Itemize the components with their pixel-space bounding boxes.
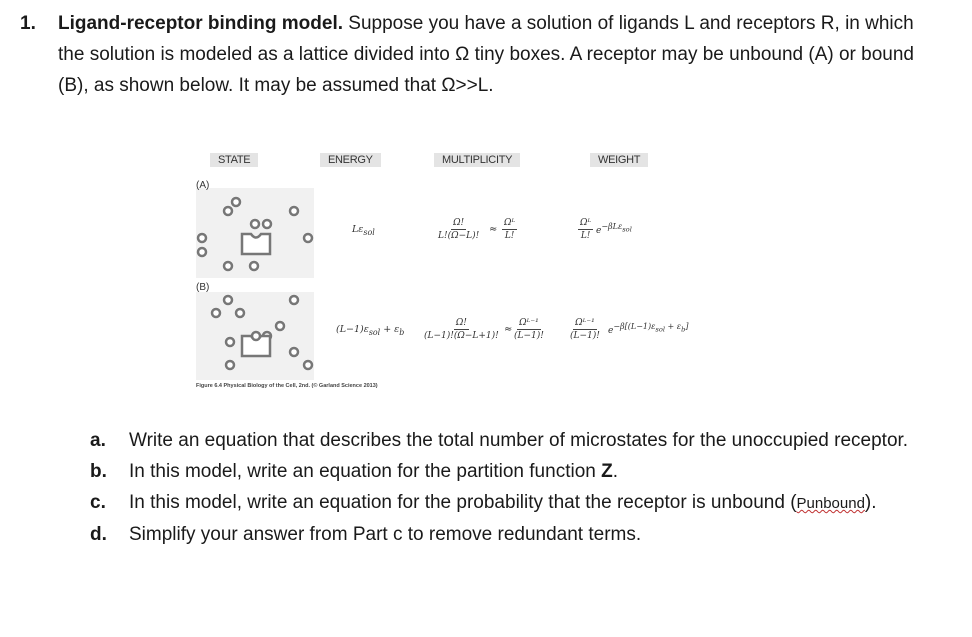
weight-exponential-a: e−βLεsol xyxy=(596,222,632,236)
approx-a: ≈ xyxy=(489,224,498,235)
header-weight: WEIGHT xyxy=(590,153,649,167)
question-body: Suppose you have a solution of ligands L… xyxy=(58,13,914,96)
multiplicity-approx-b: Ωᴸ⁻¹ (L−1)! xyxy=(514,318,544,341)
question-text: Ligand-receptor binding model. Suppose y… xyxy=(58,8,938,101)
part-text: Simplify your answer from Part c to remo… xyxy=(129,524,642,545)
part-b: b. In this model, write an equation for … xyxy=(90,456,930,487)
row-label-b: (B) xyxy=(196,282,210,293)
p-unbound-open: ( xyxy=(790,492,797,513)
figure-caption: Figure 6.4 Physical Biology of the Cell,… xyxy=(196,383,378,389)
energy-a: Lεsol xyxy=(352,224,375,237)
part-text: In this model, write an equation for the… xyxy=(129,461,596,482)
multiplicity-approx-a: Ωᴸ L! xyxy=(502,218,518,241)
energy-b: (L−1)εsol + εb xyxy=(336,324,405,337)
part-b-period: . xyxy=(612,461,618,482)
header-multiplicity: MULTIPLICITY xyxy=(434,153,521,167)
weight-prefactor-a: Ωᴸ L! xyxy=(578,218,594,241)
multiplicity-a: Ω! L!(Ω−L)! xyxy=(438,218,480,241)
part-letter: b. xyxy=(90,461,107,482)
weight-exponential-b: e−β[(L−1)εsol + εb] xyxy=(608,322,689,336)
lattice-illustration xyxy=(196,188,314,380)
p-unbound-label: Punbound xyxy=(796,495,865,512)
part-letter: d. xyxy=(90,524,107,545)
row-label-a: (A) xyxy=(196,180,210,191)
approx-b: ≈ xyxy=(504,324,513,335)
question-number: 1. xyxy=(20,13,36,34)
part-a: a. Write an equation that describes the … xyxy=(90,425,930,456)
part-c: c. In this model, write an equation for … xyxy=(90,487,930,519)
receptor-unbound xyxy=(240,232,272,256)
part-text: In this model, write an equation for the… xyxy=(129,492,785,513)
p-unbound-close: ). xyxy=(864,492,877,513)
part-text: Write an equation that describes the tot… xyxy=(129,430,909,451)
question-parts: a. Write an equation that describes the … xyxy=(90,425,930,550)
partition-function-symbol: Z xyxy=(601,461,613,482)
ligand-receptor-figure: STATE ENERGY MULTIPLICITY WEIGHT (A) (B)… xyxy=(190,140,730,405)
weight-prefactor-b: Ωᴸ⁻¹ (L−1)! xyxy=(570,318,600,341)
multiplicity-b: Ω! (L−1)!(Ω−L+1)! xyxy=(424,318,499,341)
part-d: d. Simplify your answer from Part c to r… xyxy=(90,519,930,550)
question-title: Ligand-receptor binding model. xyxy=(58,13,343,34)
header-state: STATE xyxy=(210,153,259,167)
part-letter: c. xyxy=(90,492,106,513)
header-energy: ENERGY xyxy=(320,153,381,167)
part-letter: a. xyxy=(90,430,106,451)
